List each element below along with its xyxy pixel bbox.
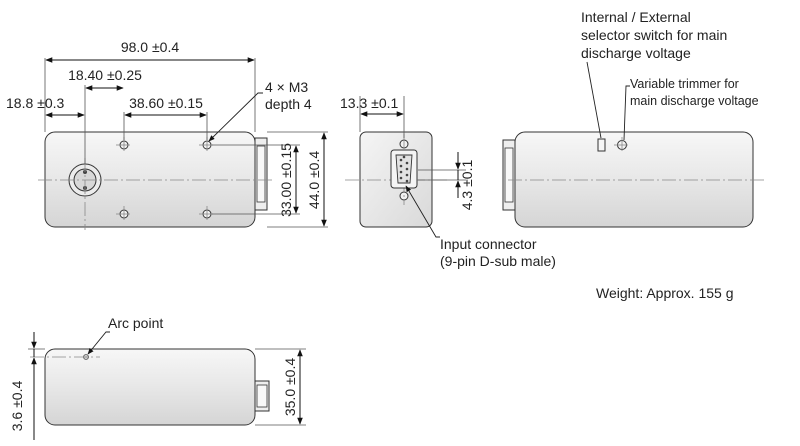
side-view-body: [44, 348, 256, 426]
selector-leader: [586, 61, 602, 139]
input-connector-label-line2: (9-pin D-sub male): [440, 253, 556, 269]
selector-switch-label-line1: Internal / External: [581, 9, 691, 25]
selector-switch-label-line3: discharge voltage: [581, 45, 691, 61]
rear-view-body: [514, 131, 754, 228]
mount-holes-leader: [208, 92, 263, 142]
dim-knob-offset: 18.8 ±0.3: [6, 95, 64, 111]
front-view: 98.0 ±0.4 18.40 ±0.25 38.60 ±0.15 18.8 ±…: [6, 39, 328, 230]
dim-hole-pitch: 38.60 ±0.15: [129, 95, 203, 111]
input-connector-leader: [405, 185, 440, 238]
rear-view: Internal / External selector switch for …: [502, 9, 766, 228]
dim-connector-offset: 4.3 ±0.1: [459, 160, 475, 211]
side-view: Arc point 3.6 ±0.4 35.0 ±0.4: [9, 315, 306, 440]
end-view: 13.3 ±0.1 4.3 ±0.1 Input connector (9-pi…: [340, 95, 556, 269]
front-view-connector: [254, 137, 268, 211]
trimmer-label-line1: Variable trimmer for: [630, 77, 739, 91]
dim-side-height: 35.0 ±0.4: [282, 358, 298, 416]
mount-holes-callout-line2: depth 4: [265, 96, 312, 112]
dim-hole-offset: 18.40 ±0.25: [68, 67, 142, 83]
dim-hole-spacing-vertical: 33.00 ±0.15: [278, 143, 294, 217]
arc-point-label: Arc point: [108, 315, 163, 331]
dim-overall-length: 98.0 ±0.4: [121, 39, 179, 55]
arc-point-leader: [87, 331, 110, 355]
dim-arc-offset: 3.6 ±0.4: [9, 381, 25, 432]
rear-view-connector: [502, 139, 516, 211]
dim-overall-height: 44.0 ±0.4: [306, 151, 322, 209]
trimmer-label-line2: main discharge voltage: [630, 94, 759, 108]
mount-holes-callout-line1: 4 × M3: [265, 79, 308, 95]
input-connector-label-line1: Input connector: [440, 236, 537, 252]
selector-switch: [597, 138, 606, 152]
selector-switch-label-line2: selector switch for main: [581, 27, 727, 43]
side-view-connector: [254, 380, 270, 412]
dsub-connector: [390, 149, 418, 189]
weight-note: Weight: Approx. 155 g: [596, 285, 734, 301]
trimmer-leader: [623, 85, 630, 141]
dim-end-width: 13.3 ±0.1: [340, 95, 398, 111]
